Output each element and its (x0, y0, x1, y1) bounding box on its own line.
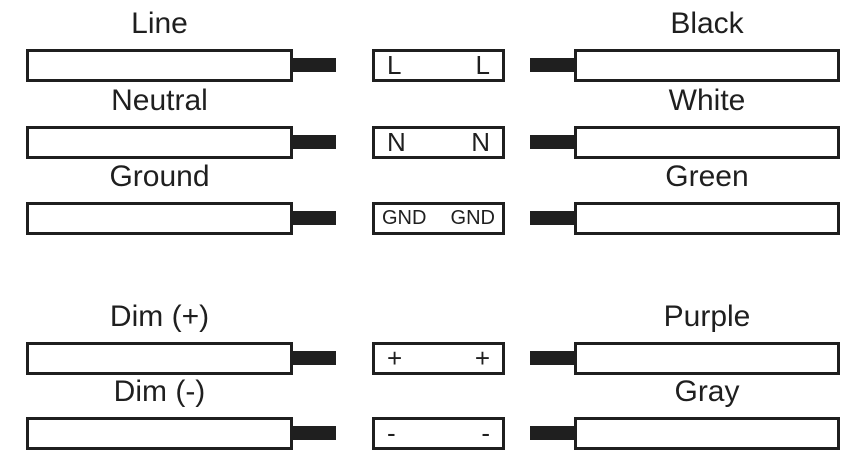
wire-conductor-stub (530, 351, 576, 365)
output-wire (574, 202, 840, 235)
terminal-pin-label: N (387, 126, 406, 157)
wire-conductor-stub (291, 426, 336, 440)
terminal-pin-label: + (474, 342, 490, 373)
terminal-pin-label: N (471, 126, 490, 157)
input-wire (26, 126, 293, 159)
terminal-pin-label: GND (450, 206, 495, 229)
output-wire (574, 126, 840, 159)
wire-conductor-stub (291, 58, 336, 72)
terminal-block-line: L L (372, 49, 505, 82)
input-wire (26, 417, 293, 450)
output-wire-label: Green (665, 160, 749, 193)
wire-conductor-stub (291, 351, 336, 365)
input-wire-label: Dim (-) (113, 375, 206, 408)
wire-conductor-stub (530, 135, 576, 149)
terminal-pin-label: L (475, 49, 490, 80)
output-wire-label: Black (670, 7, 744, 40)
input-wire (26, 202, 293, 235)
wire-conductor-stub (530, 426, 576, 440)
input-wire-label: Neutral (111, 84, 208, 117)
terminal-pin-label: L (387, 49, 402, 80)
output-wire (574, 342, 840, 375)
input-wire-label: Ground (109, 160, 210, 193)
terminal-block-ground: GND GND (372, 202, 505, 235)
output-wire-label: Purple (663, 300, 751, 333)
terminal-pin-label: GND (382, 206, 427, 229)
terminal-pin-label: + (387, 342, 403, 373)
terminal-pin-label: - (387, 417, 396, 448)
terminal-block-dim-minus: - - (372, 417, 505, 450)
terminal-block-neutral: N N (372, 126, 505, 159)
terminal-pin-label: - (481, 417, 490, 448)
terminal-block-dim-plus: + + (372, 342, 505, 375)
wire-conductor-stub (291, 135, 336, 149)
input-wire-label: Dim (+) (109, 300, 210, 333)
output-wire-label: White (668, 84, 746, 117)
output-wire-label: Gray (674, 375, 740, 408)
output-wire (574, 49, 840, 82)
input-wire (26, 49, 293, 82)
output-wire (574, 417, 840, 450)
input-wire-label: Line (131, 7, 188, 40)
wire-conductor-stub (291, 211, 336, 225)
wire-conductor-stub (530, 211, 576, 225)
wire-conductor-stub (530, 58, 576, 72)
